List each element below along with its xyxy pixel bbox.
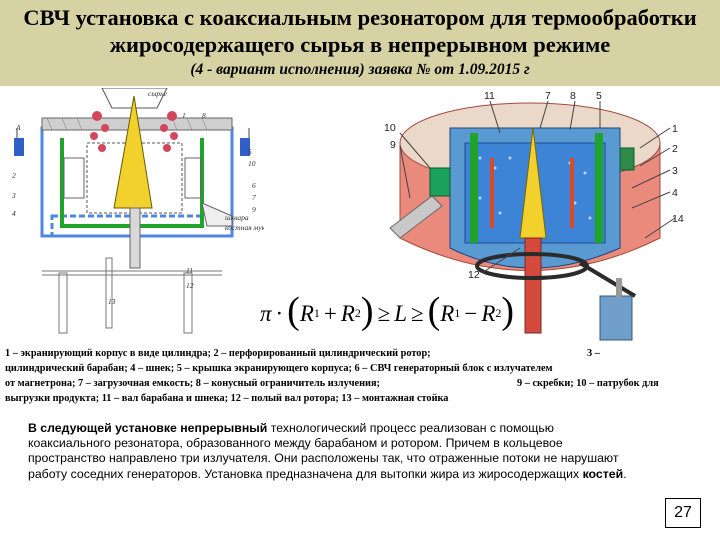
label-right-12: 12 <box>468 269 480 281</box>
label-left-12: 12 <box>186 281 194 290</box>
legend-row3-tail: 9 – скребки; 10 – патрубок для <box>517 378 659 389</box>
formula-paren-close: ) <box>360 289 374 332</box>
description-period: . <box>623 466 627 481</box>
legend-row2-text: цилиндрический барабан; 4 – шнек; 5 – кр… <box>5 363 553 374</box>
formula-pi: π <box>259 300 272 326</box>
formula-r1: R <box>299 300 314 326</box>
page-number: 27 <box>665 498 701 528</box>
label-right-11: 11 <box>484 90 495 102</box>
label-left-6: 6 <box>252 181 256 190</box>
formula-dot: · <box>275 300 284 326</box>
label-right-5: 5 <box>596 90 602 102</box>
formula-paren-open: ( <box>287 289 300 332</box>
formula-L: L <box>394 300 407 326</box>
formula-paren-open-2: ( <box>427 289 441 332</box>
legend-row4-text: выгрузки продукта; 11 – вал барабана и ш… <box>5 393 449 404</box>
title-line-1: СВЧ установка с коаксиальным резонатором… <box>23 5 697 30</box>
formula-geq1: ≥ <box>377 300 391 326</box>
label-left-3: 3 <box>11 191 16 200</box>
formula-r1b: R <box>440 300 455 326</box>
label-right-2: 2 <box>672 143 678 155</box>
schematic-drawing: сырье шквара костная мука A 1 8 5 10 2 3… <box>11 88 264 334</box>
label-left-7: 7 <box>252 193 256 202</box>
label-right-4: 4 <box>672 187 678 199</box>
formula-minus: − <box>464 300 478 326</box>
formula-r2: R <box>340 300 355 326</box>
description-paragraph: В следующей установке непрерывный технол… <box>28 421 628 482</box>
formula-paren-close-2: ) <box>501 289 515 332</box>
formula-sub1b: 1 <box>454 306 461 320</box>
label-left-4: 4 <box>12 209 16 218</box>
label-left-5: 5 <box>248 147 252 156</box>
label-left-1: 1 <box>182 111 186 120</box>
label-right-10: 10 <box>384 122 396 134</box>
label-raw: сырье <box>148 89 168 98</box>
label-left-8: 8 <box>202 111 206 120</box>
legend-row1-text: 1 – экранирующий корпус в виде цилиндра;… <box>5 348 431 359</box>
label-a: A <box>15 123 21 132</box>
label-right-9: 9 <box>390 139 396 151</box>
formula-sub2: 2 <box>354 306 361 320</box>
label-right-8: 8 <box>570 90 576 102</box>
formula-sub1: 1 <box>313 306 320 320</box>
legend-row: 1 – экранирующий корпус в виде цилиндра;… <box>5 346 717 361</box>
legend-row: цилиндрический барабан; 4 – шнек; 5 – кр… <box>5 361 717 376</box>
label-left-10: 10 <box>248 159 256 168</box>
formula-sub2b: 2 <box>495 306 502 320</box>
description-bold-end: костей <box>582 466 624 481</box>
label-right-3: 3 <box>672 165 678 177</box>
label-right-7: 7 <box>545 90 551 102</box>
label-left-11: 11 <box>186 266 193 275</box>
label-left-13: 13 <box>108 297 116 306</box>
label-crackling: шквара <box>225 213 249 222</box>
label-right-14: 14 <box>672 213 684 225</box>
legend-row1-tail: 3 – <box>587 348 600 359</box>
label-left-2: 2 <box>12 171 16 180</box>
parts-legend: 1 – экранирующий корпус в виде цилиндра;… <box>5 346 717 406</box>
page-title: СВЧ установка с коаксиальным резонатором… <box>0 4 720 58</box>
legend-row: выгрузки продукта; 11 – вал барабана и ш… <box>5 391 717 406</box>
page-subtitle: (4 - вариант исполнения) заявка № от 1.0… <box>190 61 530 78</box>
description-text: технологический процесс реализован с пом… <box>28 421 619 481</box>
label-left-9: 9 <box>252 205 256 214</box>
legend-row3-text: от магнетрона; 7 – загрузочная емкость; … <box>5 378 380 389</box>
title-line-2: жиросодержащего сырья в непрерывном режи… <box>109 32 611 57</box>
formula-plus: + <box>323 300 337 326</box>
legend-row: от магнетрона; 7 – загрузочная емкость; … <box>5 376 717 391</box>
label-bone-meal: костная мука <box>225 223 264 232</box>
description-bold-start: В следующей установке непрерывный <box>28 421 268 435</box>
cutaway-3d-drawing: 11 7 8 5 10 9 1 2 3 4 14 12 <box>384 90 684 341</box>
title-banner: СВЧ установка с коаксиальным резонатором… <box>0 0 720 86</box>
label-right-1: 1 <box>672 123 678 135</box>
formula-geq2: ≥ <box>411 300 424 326</box>
formula-r2b: R <box>481 300 496 326</box>
